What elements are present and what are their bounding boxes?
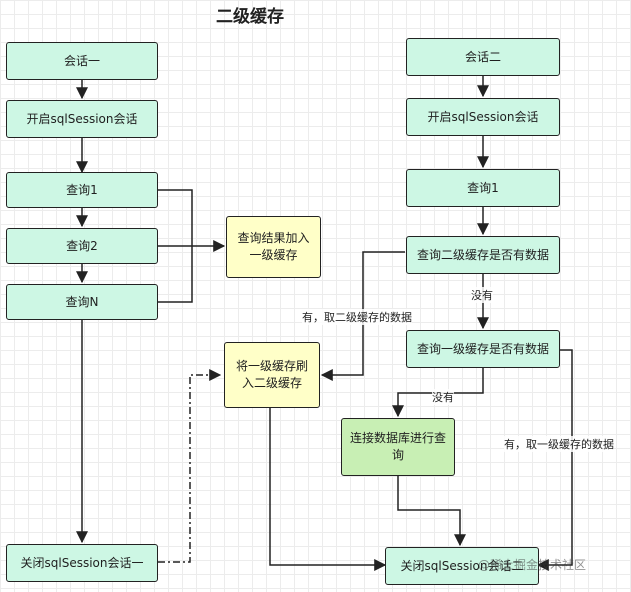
node-query-2: 查询2 [6, 228, 158, 264]
edge-db-to-close2 [397, 476, 466, 547]
watermark: @稀土掘金技术社区 [478, 558, 587, 572]
node-query-1: 查询1 [6, 172, 158, 208]
edge-flush-to-close2 [269, 408, 387, 571]
node-add-first-level-cache: 查询结果加入一级缓存 [226, 216, 321, 278]
node-open-session-two: 开启sqlSession会话 [406, 98, 560, 136]
label-second-level-miss: 没有 [471, 287, 493, 303]
node-session-two: 会话二 [406, 38, 560, 76]
node-session-one: 会话一 [6, 42, 158, 80]
node-flush-to-second-level: 将一级缓存刷入二级缓存 [224, 342, 320, 408]
node-open-session-one: 开启sqlSession会话 [6, 100, 158, 138]
label-first-level-miss: 没有 [432, 389, 454, 405]
node-session-two-query-1: 查询1 [406, 169, 560, 207]
node-close-session-two: 关闭sqlSession会话二 [385, 547, 539, 585]
node-check-first-level-cache: 查询一级缓存是否有数据 [406, 330, 560, 368]
edge-check1-hit [536, 349, 573, 571]
label-second-level-hit: 有，取二级缓存的数据 [302, 309, 412, 325]
node-check-second-level-cache: 查询二级缓存是否有数据 [406, 236, 560, 274]
node-close-session-one: 关闭sqlSession会话一 [6, 544, 158, 582]
label-first-level-hit: 有，取一级缓存的数据 [504, 436, 614, 452]
node-query-database: 连接数据库进行查询 [341, 418, 455, 476]
diagram-title: 二级缓存 [216, 7, 284, 27]
node-query-n: 查询N [6, 284, 158, 320]
edge-close-to-flush [158, 369, 222, 563]
